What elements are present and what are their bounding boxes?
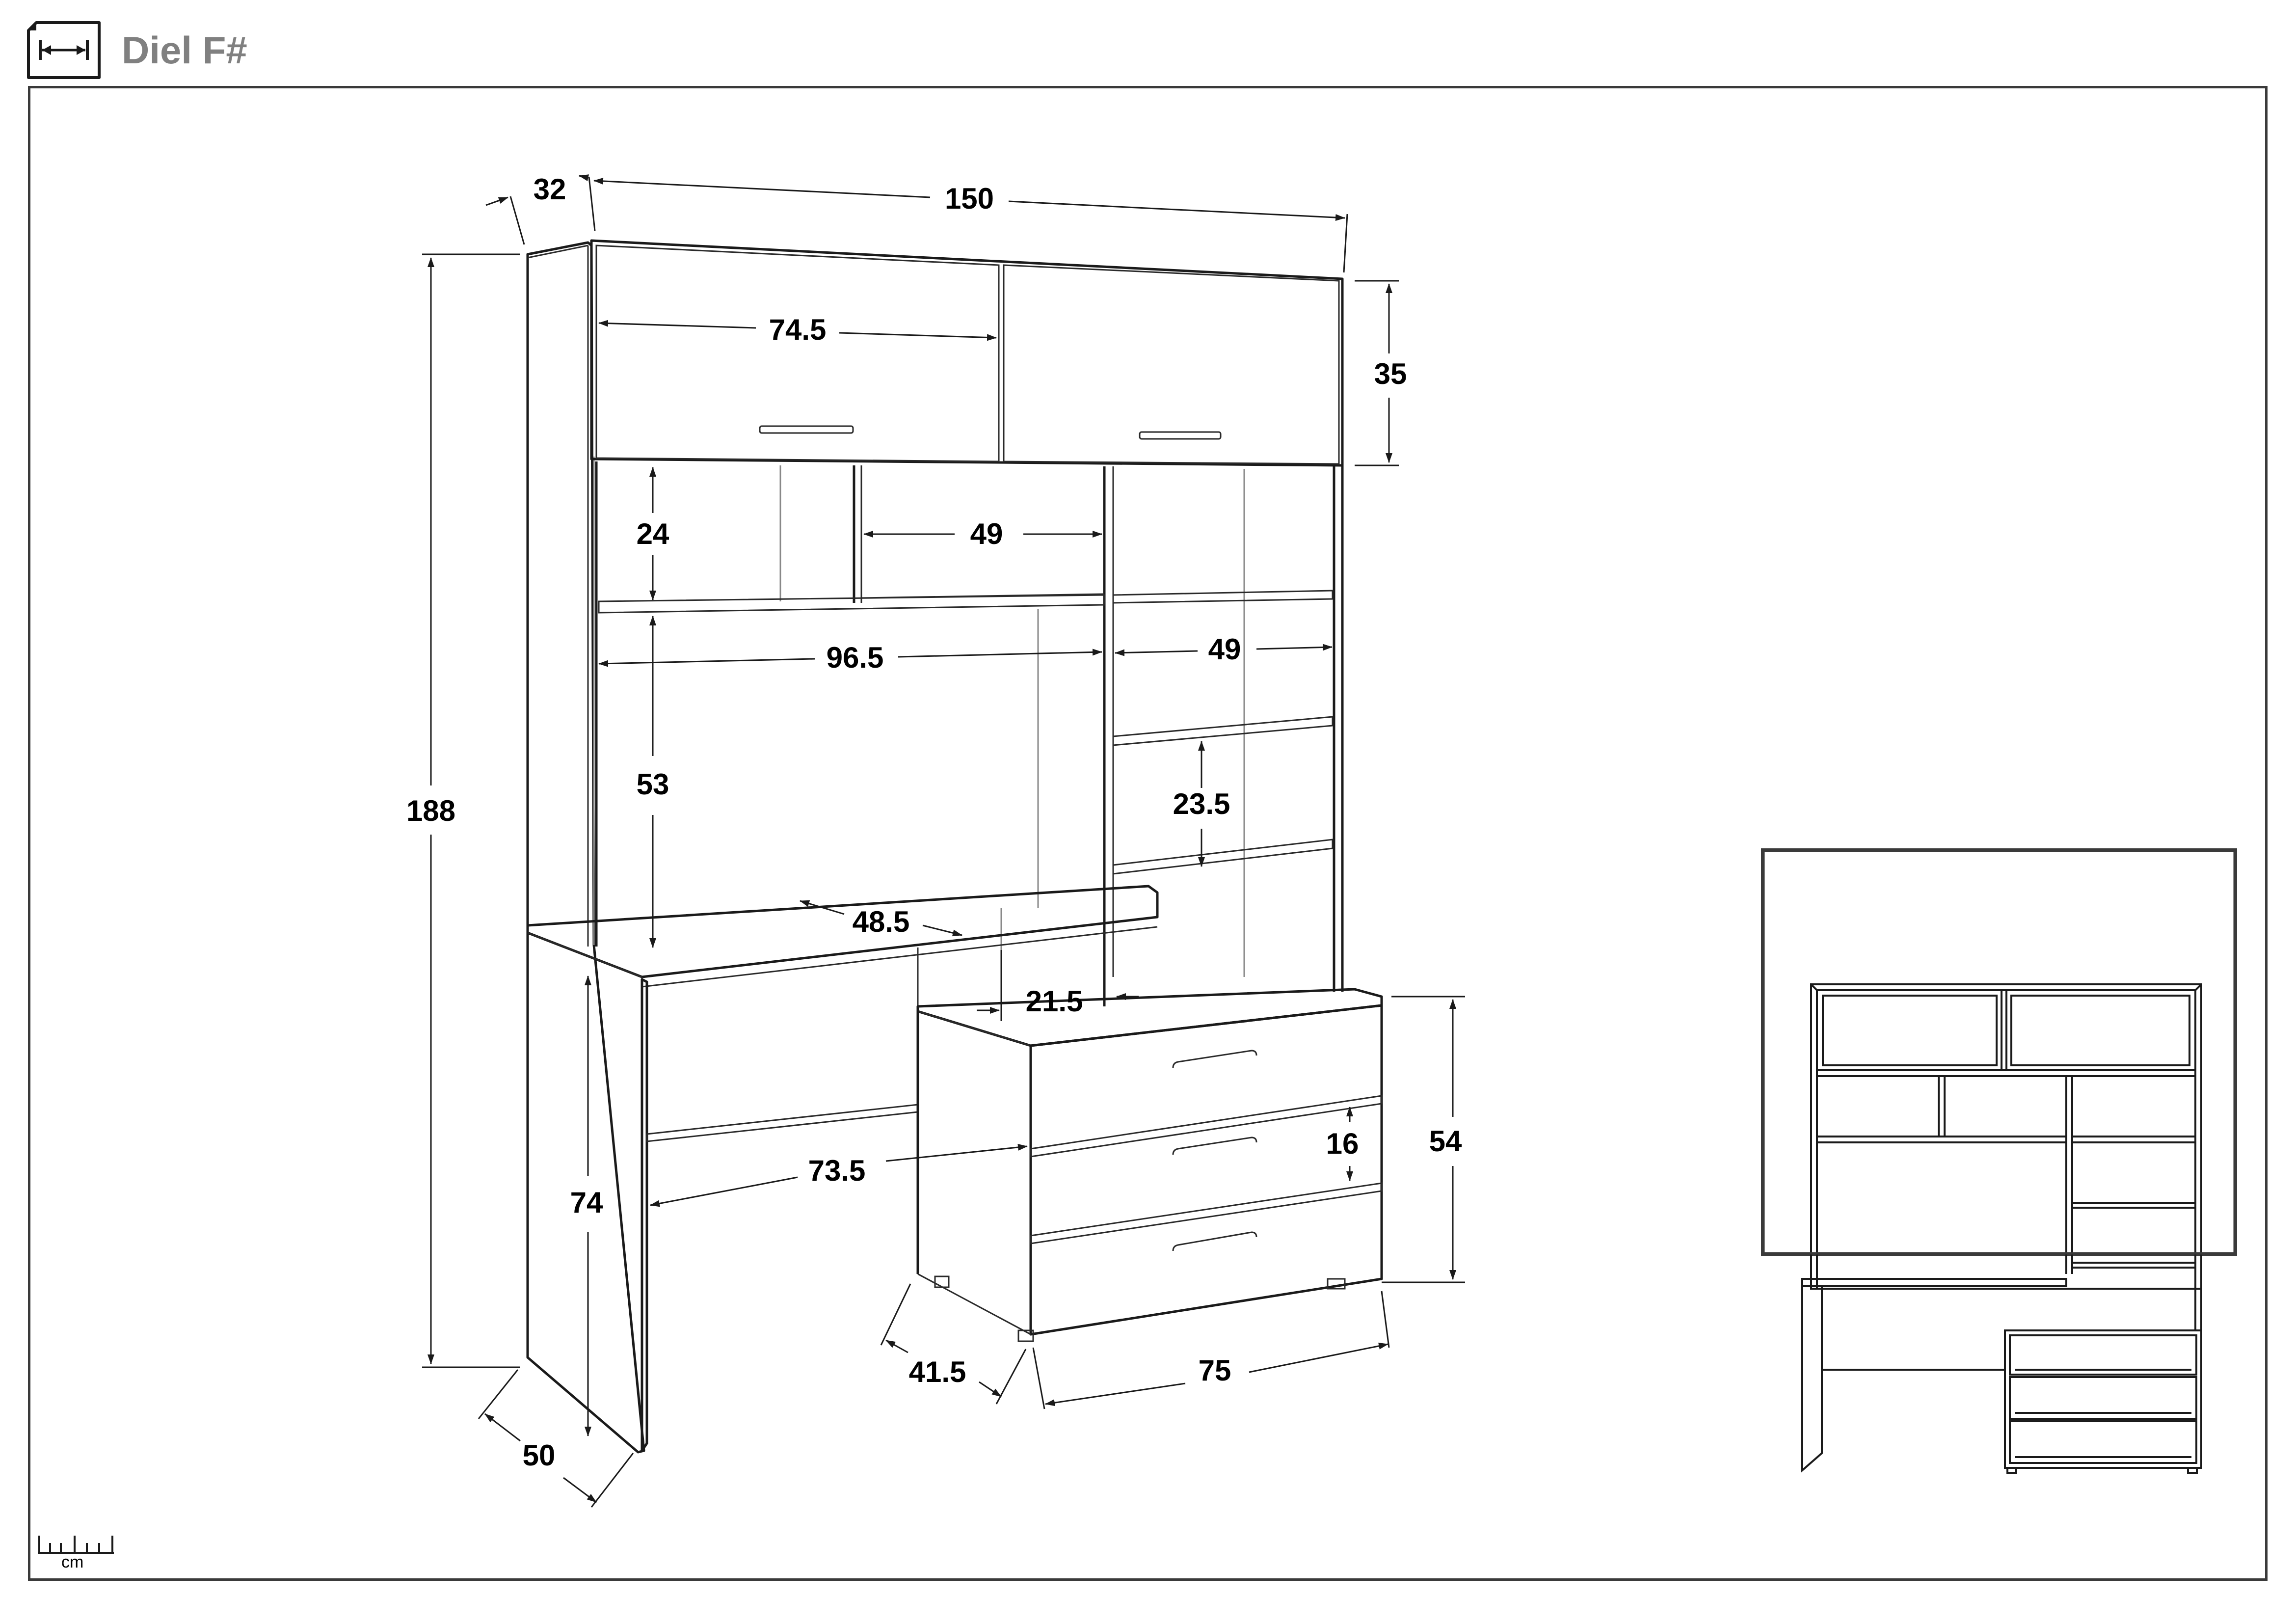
dim-label-23-5: 23.5 — [1173, 787, 1230, 820]
dim-label-50: 50 — [523, 1439, 556, 1472]
dim-label-188: 188 — [406, 794, 455, 827]
dim-label-16: 16 — [1326, 1127, 1359, 1160]
drawer-handle-1 — [1172, 1050, 1257, 1068]
width-dimension-icon — [27, 21, 101, 79]
drawer-foot — [934, 1275, 950, 1288]
drawer-handle-2 — [1172, 1137, 1257, 1155]
dim-label-54: 54 — [1429, 1125, 1462, 1158]
dim-label-53: 53 — [637, 768, 669, 801]
drawer-foot — [1017, 1329, 1034, 1342]
drawer-handle-3 — [1172, 1231, 1257, 1251]
dim-label-96-5: 96.5 — [827, 641, 884, 674]
drawing-frame — [28, 86, 2268, 1581]
unit-label: cm — [61, 1553, 84, 1571]
dim-label-75: 75 — [1199, 1354, 1231, 1387]
door-handle-right — [1139, 431, 1222, 440]
desk-hutch — [526, 239, 1383, 1454]
dimension-labels: 32 150 74.5 35 24 49 96.5 49 53 23.5 48.… — [406, 173, 1462, 1472]
dim-label-74-5: 74.5 — [769, 313, 827, 346]
dim-label-24: 24 — [637, 517, 669, 550]
header: Diel F# — [0, 0, 2296, 83]
dim-label-48-5: 48.5 — [853, 905, 910, 938]
dimension-lines — [422, 174, 1465, 1508]
door-handle-left — [759, 425, 854, 434]
dim-label-21-5: 21.5 — [1026, 985, 1083, 1018]
ruler-icon — [38, 1536, 114, 1554]
dim-label-150: 150 — [945, 182, 994, 215]
dim-label-73-5: 73.5 — [808, 1154, 866, 1187]
drawer-foot — [1327, 1278, 1346, 1290]
dim-label-35: 35 — [1374, 357, 1407, 390]
page-title: Diel F# — [122, 28, 247, 72]
dim-label-49-upper: 49 — [970, 517, 1003, 550]
dim-label-41-5: 41.5 — [909, 1355, 966, 1388]
dim-label-49-right: 49 — [1208, 633, 1241, 666]
dim-label-74: 74 — [570, 1186, 603, 1219]
dim-label-32: 32 — [534, 173, 566, 206]
